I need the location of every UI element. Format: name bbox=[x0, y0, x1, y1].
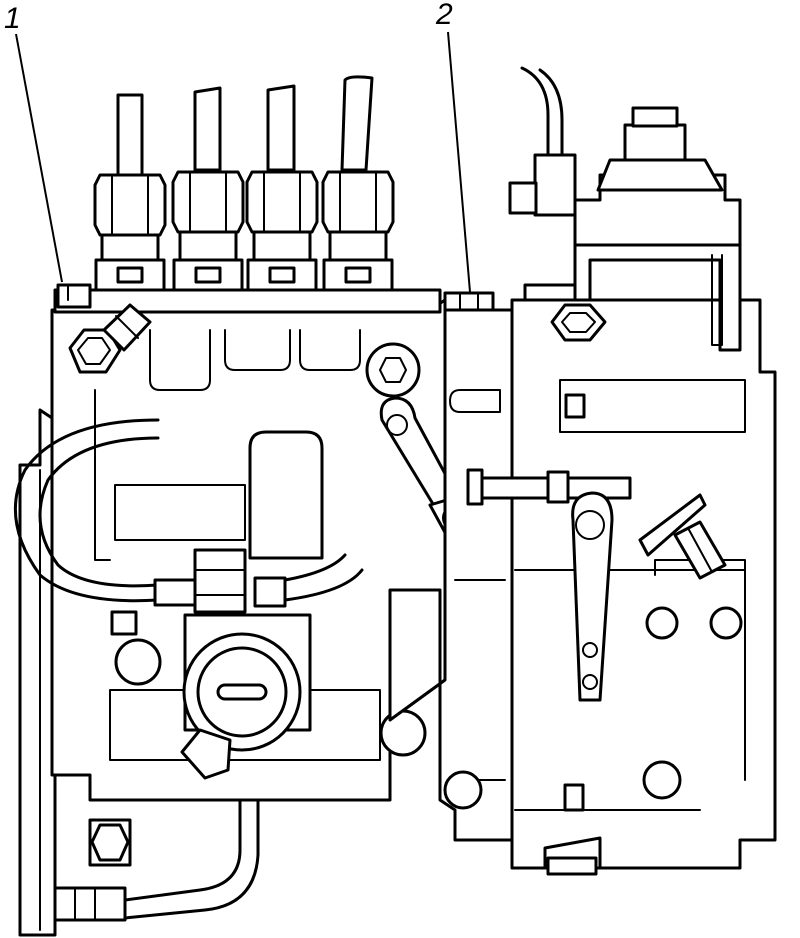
top-left-banjo-fitting bbox=[68, 303, 152, 374]
lower-outlet-pipe bbox=[53, 798, 260, 922]
callout-label-2: 2 bbox=[435, 0, 453, 31]
delivery-valves bbox=[93, 75, 395, 292]
mounting-flange bbox=[18, 408, 57, 937]
leader-line-1 bbox=[15, 33, 63, 283]
governor-housing bbox=[510, 283, 777, 876]
left-fuel-pipe bbox=[13, 418, 160, 603]
priming-pump bbox=[110, 610, 312, 780]
callout-group-2: 2 bbox=[435, 0, 471, 293]
delivery-valve-3 bbox=[245, 84, 319, 292]
leader-line-2 bbox=[447, 31, 471, 293]
governor-top-mechanism bbox=[508, 66, 742, 352]
delivery-valve-2 bbox=[171, 86, 245, 292]
return-pipe bbox=[283, 553, 364, 602]
delivery-valve-4 bbox=[321, 75, 395, 292]
filter-cup bbox=[153, 430, 324, 614]
control-lever-linkage bbox=[466, 468, 727, 702]
callout-label-1: 1 bbox=[4, 2, 21, 35]
bleed-screw bbox=[56, 283, 92, 309]
callout-group-1: 1 bbox=[4, 2, 63, 283]
delivery-valve-1 bbox=[93, 93, 167, 292]
